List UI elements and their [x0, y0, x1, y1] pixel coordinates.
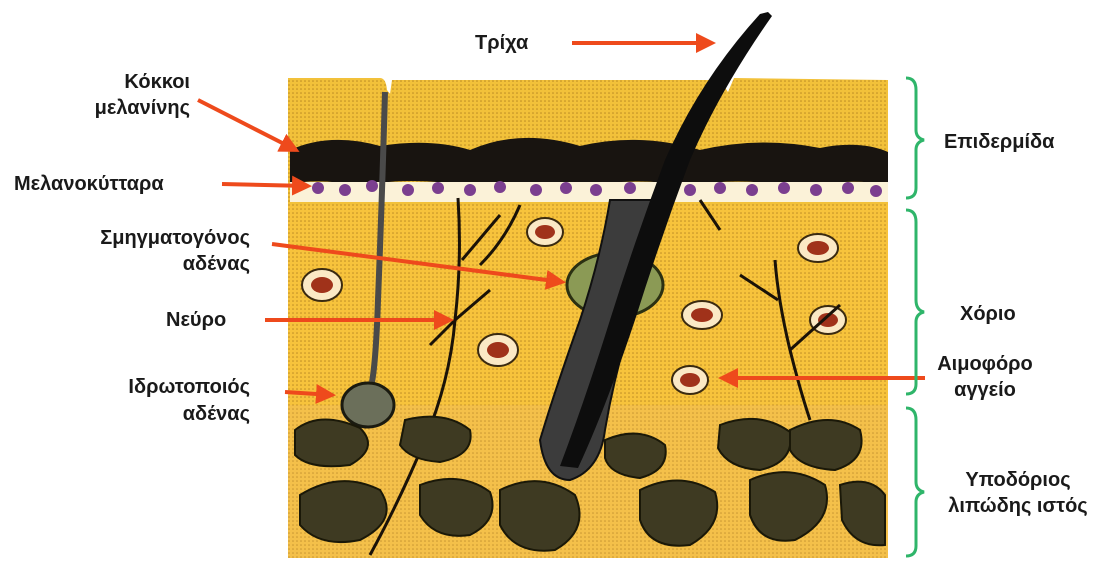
arrow-melanocytes: [222, 184, 308, 186]
label-sweat-gland-line2: αδένας: [60, 402, 250, 426]
label-sebaceous-gland-line2: αδένας: [40, 252, 250, 276]
sweat-gland: [342, 383, 394, 427]
label-sebaceous-gland-line1: Σμηγματογόνος: [40, 226, 250, 250]
label-blood-vessel-line1: Αιμοφόρο: [910, 352, 1060, 376]
label-hair: Τρίχα: [475, 31, 528, 55]
label-blood-vessel-line2: αγγείο: [910, 378, 1060, 402]
bracket-epidermis: [906, 78, 924, 198]
label-subcutaneous-line1: Υποδόριος: [934, 468, 1102, 492]
label-sweat-gland-line1: Ιδρωτοποιός: [60, 375, 250, 399]
layer-brackets: [906, 78, 924, 556]
label-melanin-granules-line2: μελανίνης: [60, 96, 190, 120]
bracket-subcutaneous: [906, 408, 924, 556]
label-dermis: Χόριο: [960, 302, 1016, 326]
arrow-melanin-granules: [198, 100, 296, 150]
label-melanocytes: Μελανοκύτταρα: [14, 172, 164, 196]
label-subcutaneous-line2: λιπώδης ιστός: [934, 494, 1102, 518]
label-epidermis: Επιδερμίδα: [944, 130, 1054, 154]
label-melanin-granules-line1: Κόκκοι: [60, 70, 190, 94]
label-nerve: Νεύρο: [166, 308, 226, 332]
